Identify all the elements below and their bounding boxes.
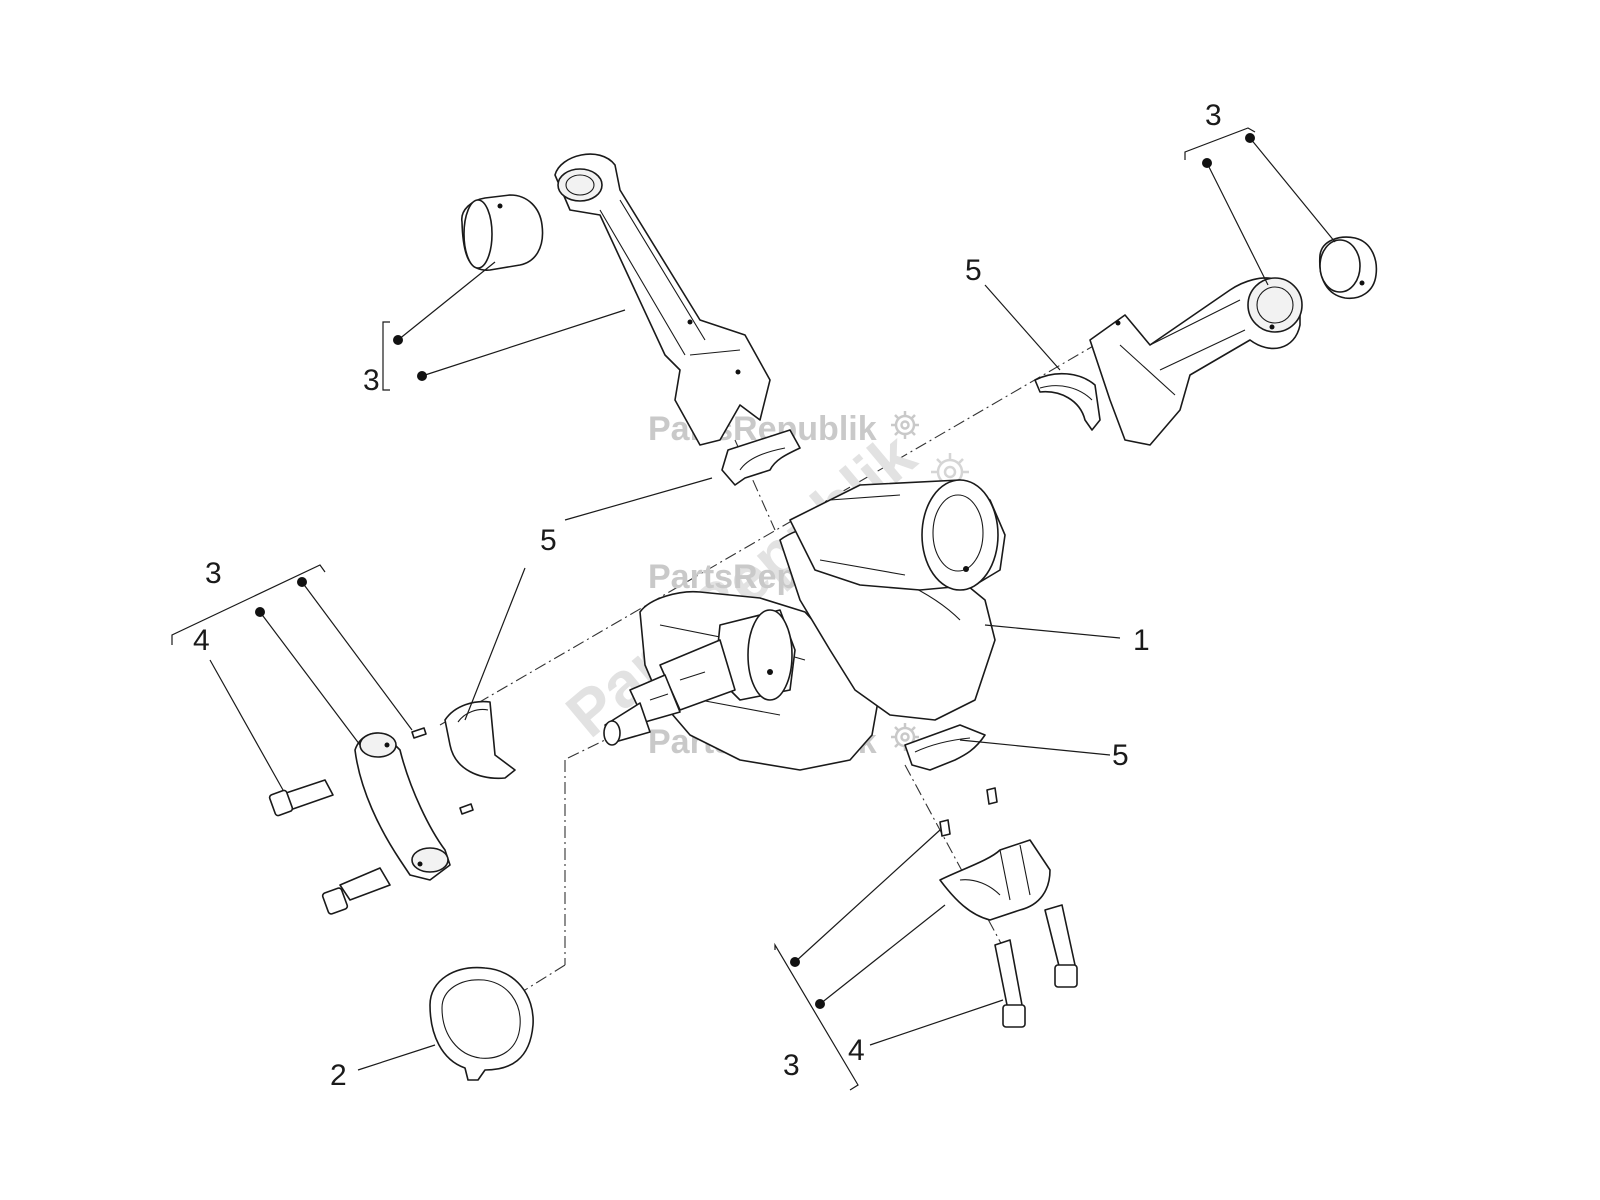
callout-labels: 1 2 3 3 3 3 4 4 5 5 5 bbox=[193, 99, 1222, 1092]
bearing-shell-right bbox=[1034, 372, 1101, 431]
bearing-shell-bottom bbox=[904, 724, 986, 771]
dowel-pins-bottom bbox=[939, 787, 998, 837]
callout-3-top-right: 3 bbox=[1205, 99, 1222, 132]
small-end-bushing-left bbox=[461, 194, 544, 271]
callout-5-bottom-right: 5 bbox=[1112, 739, 1129, 772]
cap-bolt-lower-left bbox=[321, 867, 391, 915]
callout-5-middle: 5 bbox=[540, 524, 557, 557]
callout-4-left: 4 bbox=[193, 624, 210, 657]
cap-bolt-bottom-left bbox=[994, 939, 1026, 1028]
thrust-washer bbox=[429, 966, 534, 1081]
leader-lines bbox=[171, 127, 1336, 1091]
connecting-rod-upper bbox=[554, 153, 771, 446]
bearing-shell-top bbox=[721, 429, 801, 486]
crankshaft bbox=[603, 479, 1006, 771]
gear-icon bbox=[891, 411, 919, 439]
big-end-cap-bottom bbox=[939, 839, 1051, 921]
cap-bolt-bottom-right bbox=[1044, 904, 1078, 988]
callout-3-bottom: 3 bbox=[783, 1049, 800, 1082]
callout-2: 2 bbox=[330, 1059, 347, 1092]
big-end-cap-left bbox=[354, 732, 451, 881]
small-end-bushing-right bbox=[1319, 236, 1378, 300]
reference-dots bbox=[255, 133, 1255, 1009]
bearing-shell-left bbox=[444, 700, 516, 780]
callout-4-bottom: 4 bbox=[848, 1034, 865, 1067]
callout-3-left: 3 bbox=[205, 557, 222, 590]
callout-1: 1 bbox=[1133, 624, 1150, 657]
cap-bolt-upper-left bbox=[268, 779, 334, 817]
dowel-pins-left bbox=[411, 727, 474, 815]
connecting-rod-right bbox=[1089, 277, 1303, 446]
callout-3-top-left: 3 bbox=[363, 364, 380, 397]
callout-5-top-right: 5 bbox=[965, 254, 982, 287]
